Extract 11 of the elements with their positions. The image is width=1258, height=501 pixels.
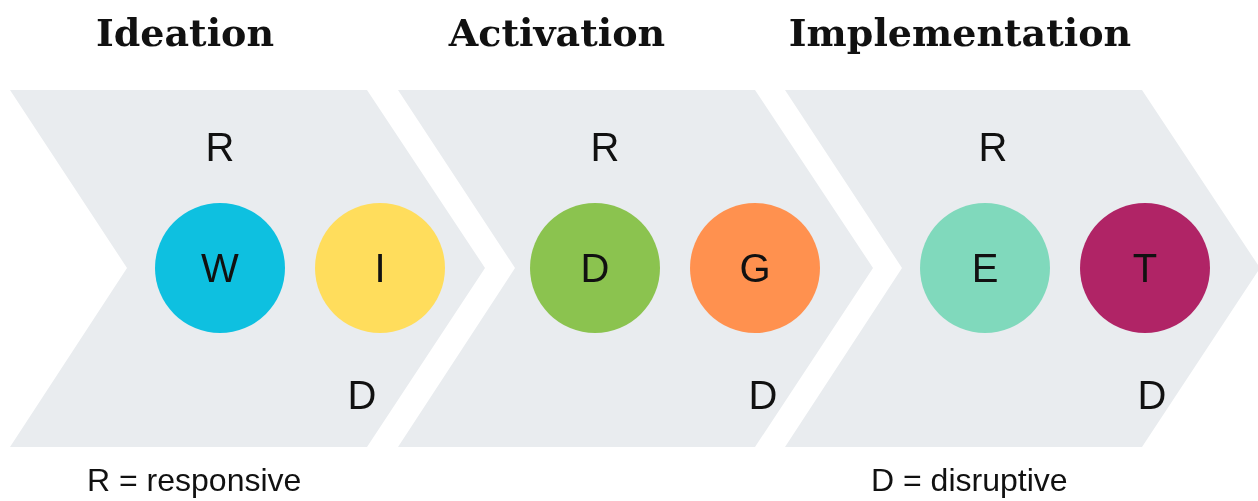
letter-label: R [978,127,1008,167]
letter-label: R [590,127,620,167]
legend-note: D = disruptive [871,462,1068,499]
letter-label: R [205,127,235,167]
letter-label: D [1137,375,1167,415]
legend-note: R = responsive [87,462,302,499]
stage-title: Implementation [788,14,1132,52]
letter-label: D [347,375,377,415]
stage-title: Ideation [95,14,275,52]
letter-label: D [748,375,778,415]
stage-title: Activation [448,14,666,52]
